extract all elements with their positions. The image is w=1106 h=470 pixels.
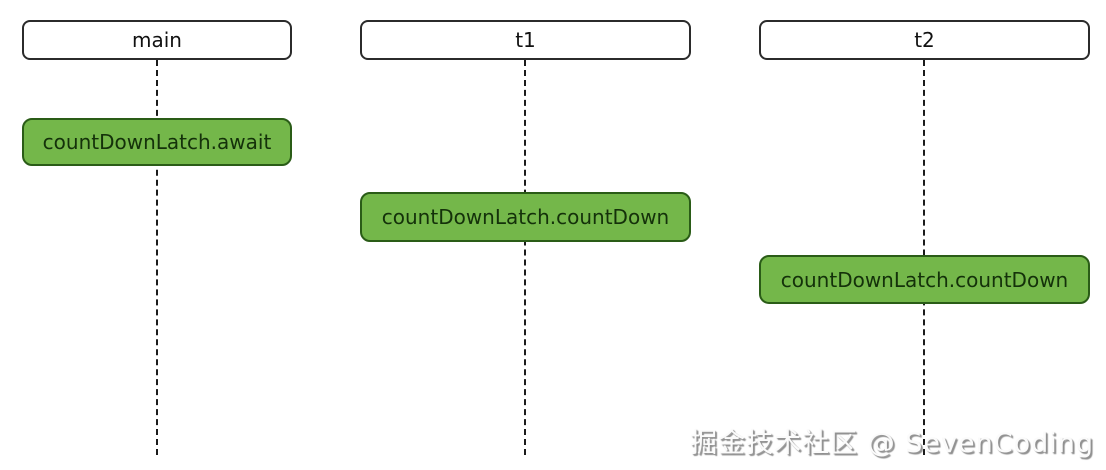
lifeline-t1: t1 countDownLatch.countDown [360, 0, 691, 470]
lifeline-t2: t2 countDownLatch.countDown [759, 0, 1090, 470]
activation-box-t1: countDownLatch.countDown [360, 192, 691, 242]
activation-label-t1: countDownLatch.countDown [381, 205, 670, 229]
lifeline-header-main: main [22, 20, 292, 60]
lifeline-label-t2: t2 [914, 28, 935, 52]
lifeline-dash-t1 [524, 60, 526, 455]
activation-label-t2: countDownLatch.countDown [780, 267, 1069, 292]
activation-label-main: countDownLatch.await [42, 130, 272, 154]
lifeline-label-t1: t1 [515, 28, 536, 52]
lifeline-label-main: main [132, 28, 182, 52]
lifeline-header-t1: t1 [360, 20, 691, 60]
lifeline-dash-main [156, 60, 158, 455]
lifeline-main: main countDownLatch.await [22, 0, 292, 470]
watermark-text: 掘金技术社区 @ SevenCoding [690, 428, 1094, 459]
activation-box-t2: countDownLatch.countDown [759, 255, 1090, 304]
activation-box-main: countDownLatch.await [22, 118, 292, 166]
lifeline-header-t2: t2 [759, 20, 1090, 60]
